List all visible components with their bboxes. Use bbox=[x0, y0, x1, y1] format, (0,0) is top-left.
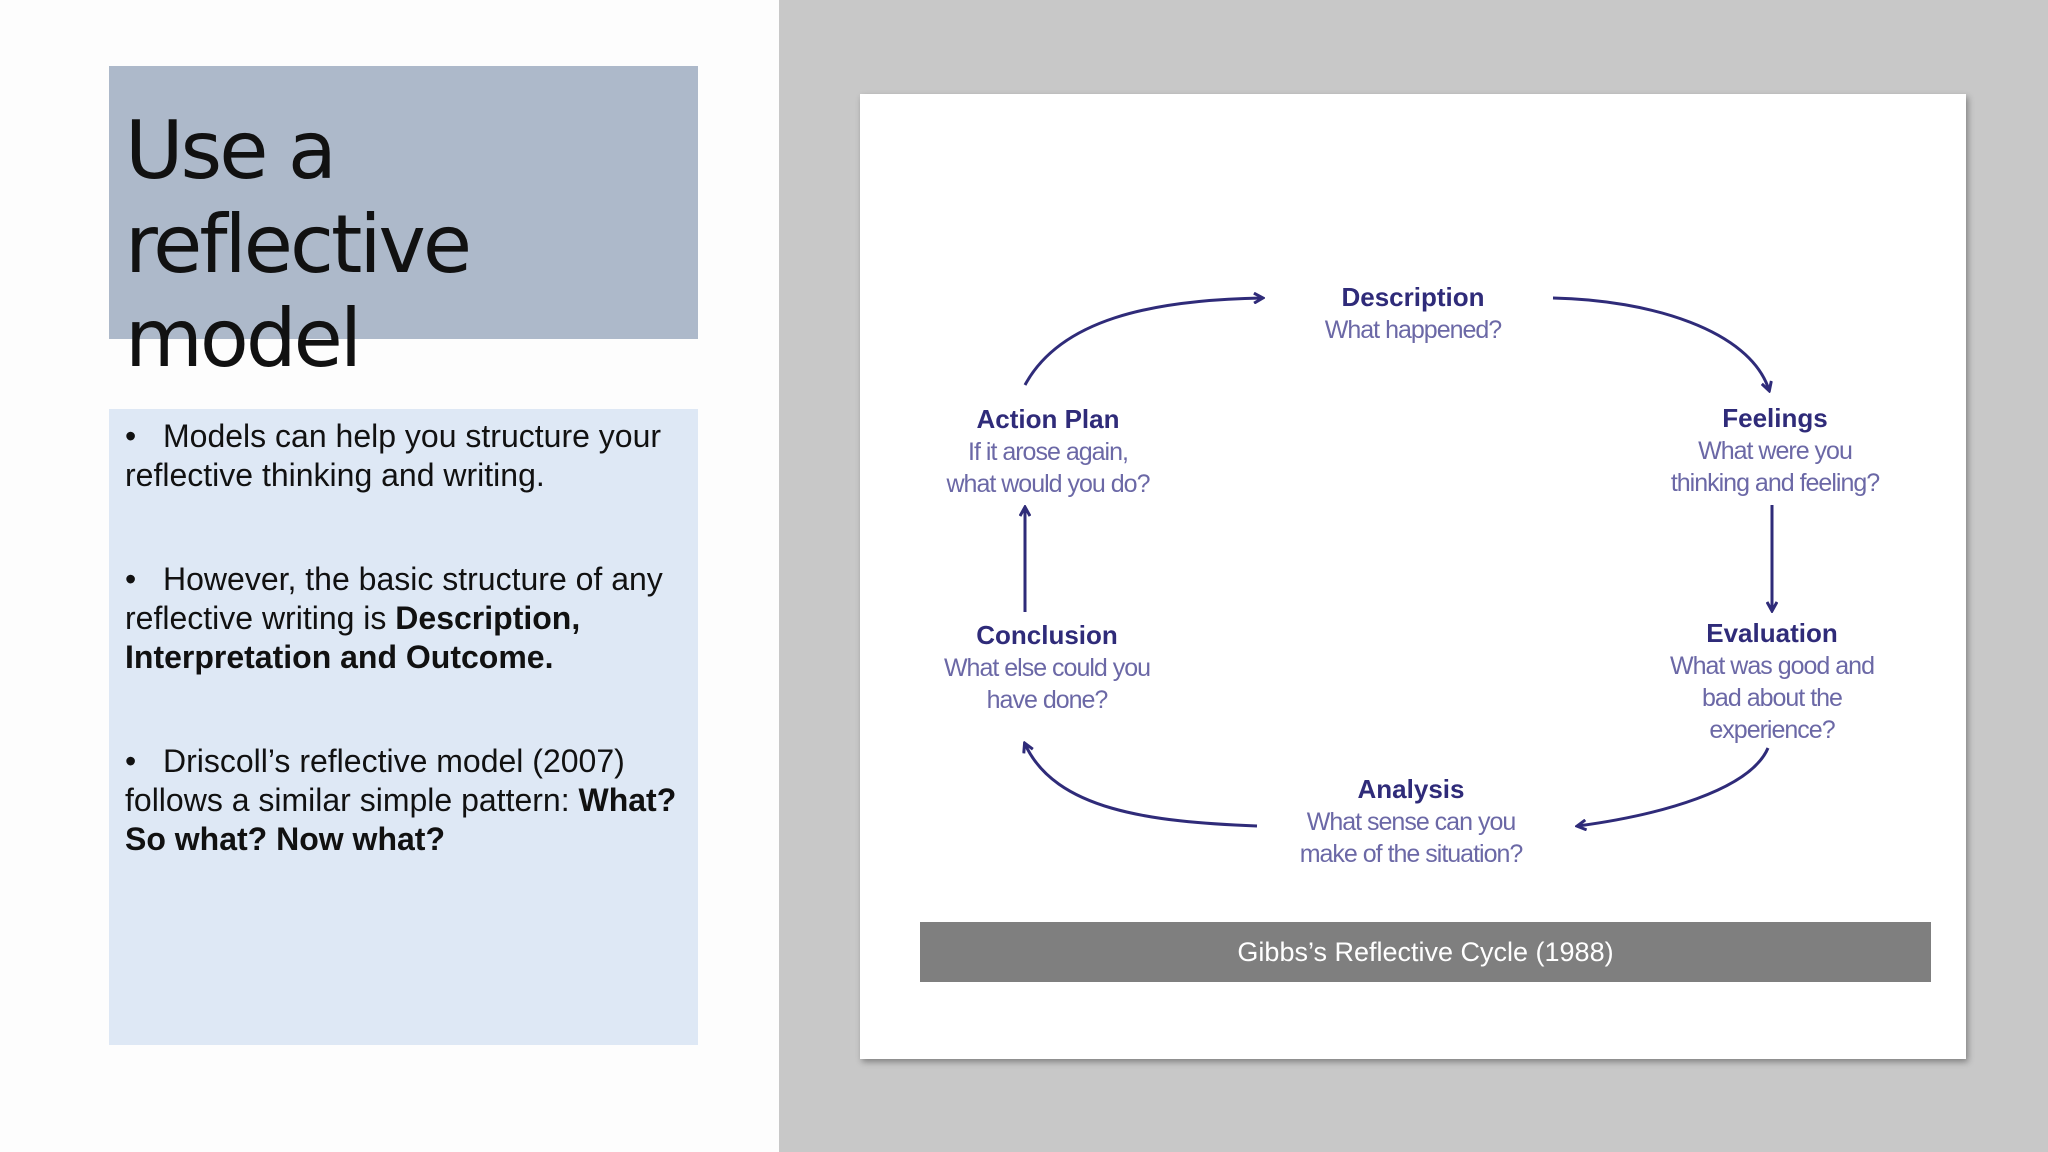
diagram-caption: Gibbs’s Reflective Cycle (1988) bbox=[920, 922, 1931, 982]
node-text: experience? bbox=[1709, 716, 1835, 744]
node-title: Conclusion bbox=[976, 620, 1118, 650]
node-description: Description What happened? bbox=[1253, 281, 1573, 346]
bullet-bold-text: What? So what? Now what? bbox=[125, 782, 677, 857]
bullet-icon: • bbox=[125, 561, 137, 597]
arrow-action-to-description bbox=[1023, 298, 1262, 386]
bullet-item: •Models can help you structure your refl… bbox=[125, 417, 695, 495]
node-text: what would you do? bbox=[946, 470, 1151, 498]
node-conclusion: Conclusion What else could you have done… bbox=[887, 619, 1207, 716]
bullet-item: •Driscoll’s reflective model (2007) foll… bbox=[125, 742, 695, 859]
arrow-analysis-to-conclusion bbox=[1025, 744, 1258, 828]
bullet-list: •Models can help you structure your refl… bbox=[109, 409, 698, 1045]
node-title: Description bbox=[1341, 282, 1485, 312]
node-text: What sense can you bbox=[1306, 808, 1517, 836]
node-text: have done? bbox=[986, 686, 1109, 714]
node-text: make of the situation? bbox=[1299, 840, 1524, 868]
title-box: Use a reflective model bbox=[109, 66, 698, 385]
bullet-bold-text: Description, Interpretation and Outcome. bbox=[125, 600, 581, 675]
node-feelings: Feelings What were you thinking and feel… bbox=[1615, 402, 1935, 499]
node-text: What happened? bbox=[1324, 316, 1502, 344]
node-text: If it arose again, bbox=[968, 438, 1129, 466]
bullet-icon: • bbox=[125, 418, 137, 454]
node-title: Feelings bbox=[1722, 403, 1828, 433]
node-title: Analysis bbox=[1357, 774, 1465, 804]
node-evaluation: Evaluation What was good and bad about t… bbox=[1612, 617, 1932, 746]
bullet-text: Models can help you structure your refle… bbox=[125, 418, 662, 493]
node-title: Action Plan bbox=[976, 404, 1120, 434]
node-title: Evaluation bbox=[1706, 618, 1838, 648]
node-action-plan: Action Plan If it arose again, what woul… bbox=[888, 403, 1208, 500]
node-text: bad about the bbox=[1702, 684, 1843, 712]
node-text: What was good and bbox=[1670, 652, 1875, 680]
node-text: What were you bbox=[1698, 437, 1853, 465]
bullet-text: Driscoll’s reflective model (2007) follo… bbox=[125, 743, 625, 818]
slide-title: Use a reflective model bbox=[125, 104, 472, 385]
node-text: What else could you bbox=[943, 654, 1151, 682]
bullet-text: However, the basic structure of any refl… bbox=[125, 561, 663, 636]
diagram-image bbox=[860, 94, 1966, 1059]
node-text: thinking and feeling? bbox=[1670, 469, 1880, 497]
arrow-evaluation-to-analysis bbox=[1578, 747, 1770, 826]
bullet-item: •However, the basic structure of any ref… bbox=[125, 560, 695, 677]
arrow-description-to-feelings bbox=[1552, 296, 1769, 390]
bullet-icon: • bbox=[125, 743, 137, 779]
node-analysis: Analysis What sense can you make of the … bbox=[1251, 773, 1571, 870]
